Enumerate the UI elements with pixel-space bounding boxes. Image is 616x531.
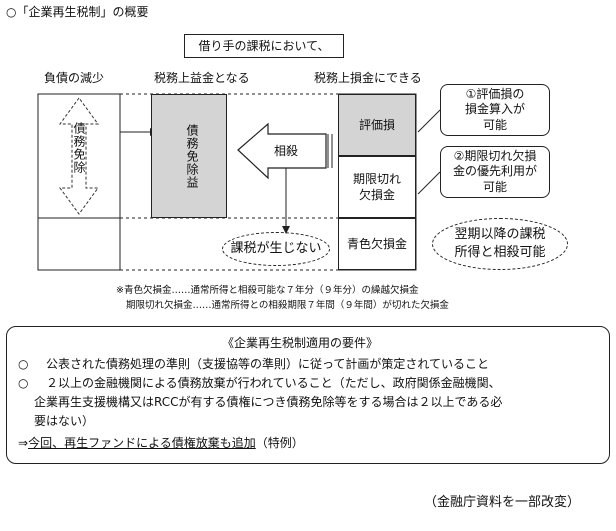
- note-blue-loss: ※青色欠損金……通常所得と相殺可能な７年分（９年分）の繰越欠損金: [116, 285, 419, 296]
- blue-loss-cell: 青色欠損金: [338, 218, 416, 270]
- requirement-1: 公表された債務処理の準則（支援協等の準則）に従って計画が策定されていること: [46, 357, 490, 371]
- special-note-suffix: （特例）: [255, 436, 304, 450]
- callout1-line1: ①評価損の: [465, 86, 525, 101]
- no-tax-text: 課税が生じない: [230, 241, 322, 257]
- callout2-line1: ②期限切れ欠損: [453, 148, 537, 163]
- requirement-2-line1: ２以上の金融機関による債務放棄が行われていること（ただし、政府関係金融機関、: [46, 376, 501, 390]
- debt-forgiveness-gain-label: 債務免除益: [185, 124, 199, 189]
- future-line1: 翌期以降の課税: [454, 226, 546, 242]
- callout2-line2: 金の優先利用が: [452, 164, 537, 179]
- label-debt-reduction: 負債の減少: [44, 71, 105, 85]
- callout2-line3: 可能: [482, 179, 507, 194]
- future-offset-ellipse: 翌期以降の課税 所得と相殺可能: [432, 218, 568, 270]
- callout1-line3: 可能: [482, 117, 507, 132]
- debt-forgiveness-gain-box: [151, 94, 227, 218]
- source-note: （金融庁資料を一部改変）: [424, 495, 581, 510]
- requirement-2-line3: 要はない）: [34, 414, 95, 428]
- debt-double-arrow: [59, 97, 99, 215]
- requirement-2-line2: 企業再生支援機構又はRCCが有する債権につき債務免除等をする場合は２以上である必: [34, 395, 503, 409]
- special-note-underlined: 今回、再生ファンドによる債権放棄も追加: [28, 436, 256, 450]
- callout-valuation-loss: ①評価損の 損金算入が 可能: [440, 84, 550, 136]
- callout1-pointer: [417, 109, 441, 133]
- special-arrow: ⇒: [18, 436, 29, 450]
- expired-loss-text2: 欠損金: [358, 188, 395, 202]
- offset-arrow: [237, 122, 327, 180]
- header-box: 借り手の課税において、: [184, 34, 344, 58]
- header-box-text: 借り手の課税において、: [198, 38, 330, 53]
- bullet-1: ○: [18, 357, 29, 371]
- callout-expired-loss: ②期限切れ欠損 金の優先利用が 可能: [440, 146, 550, 198]
- page-title: ○「企業再生税制」の概要: [6, 5, 149, 19]
- label-deductible-loss: 税務上損金にできる: [314, 71, 422, 85]
- offset-label: 相殺: [274, 144, 299, 158]
- label-taxable-gain: 税務上益金となる: [154, 71, 250, 85]
- blue-loss-text: 青色欠損金: [346, 236, 407, 251]
- note-expired-loss: 期限切れ欠損金……通常所得との相殺期限７年間（９年間）が切れた欠損金: [126, 300, 449, 311]
- no-tax-ellipse: 課税が生じない: [222, 232, 330, 266]
- requirements-heading: 《企業再生税制適用の要件》: [222, 336, 379, 350]
- callout2-pointer: [417, 171, 441, 195]
- expired-loss-cell: 期限切れ 欠損金: [338, 156, 416, 218]
- valuation-loss-text: 評価損: [358, 117, 395, 132]
- debt-forgiveness-label: 債務免除: [72, 122, 86, 174]
- bullet-2: ○: [18, 376, 29, 390]
- expired-loss-text1: 期限切れ: [352, 171, 401, 186]
- callout1-line2: 損金算入が: [464, 102, 525, 117]
- valuation-loss-cell: 評価損: [338, 94, 416, 156]
- down-arrowhead: [282, 226, 290, 234]
- special-note: ⇒今回、再生ファンドによる債権放棄も追加（特例）: [18, 434, 304, 453]
- future-line2: 所得と相殺可能: [454, 245, 546, 260]
- requirements-box: [6, 326, 610, 464]
